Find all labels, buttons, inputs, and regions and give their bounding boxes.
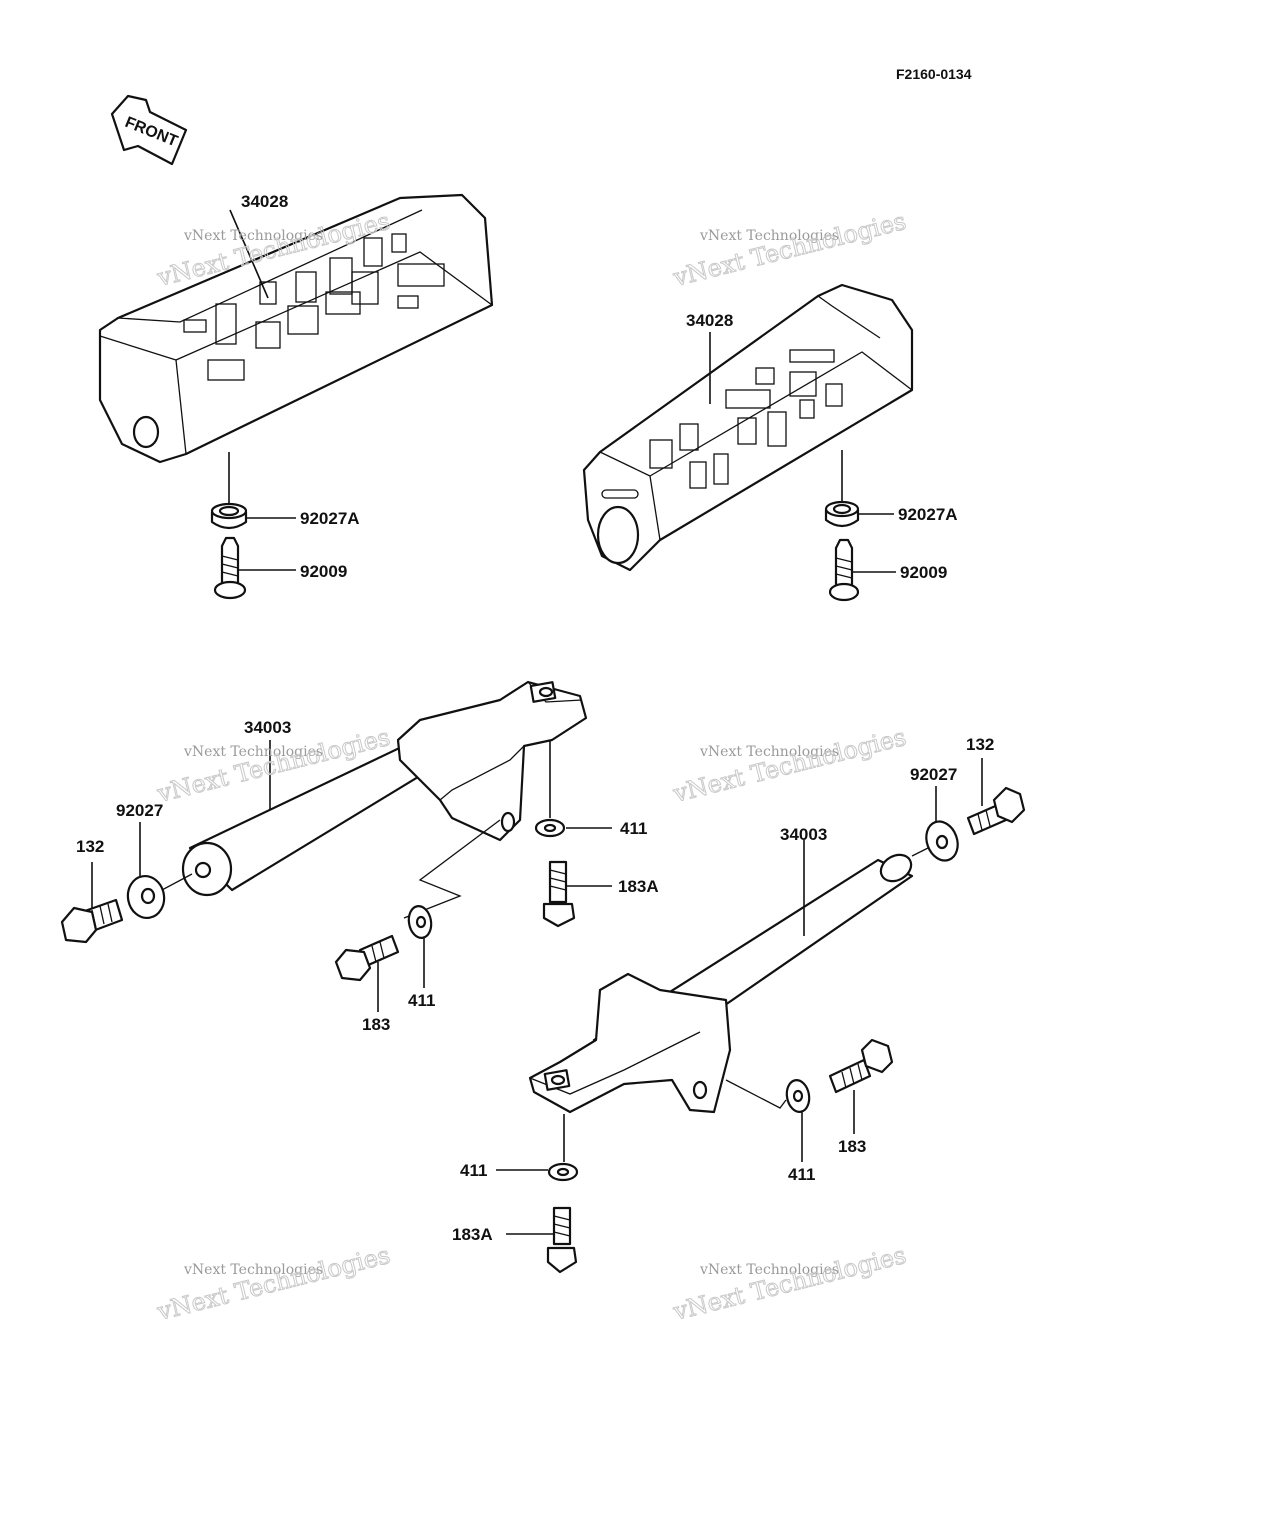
pivot-washer-left: 92027 [116,801,193,920]
diagram-code: F2160-0134 [896,66,972,82]
label-132-left: 132 [76,837,104,856]
label-92027A-right: 92027A [898,505,958,524]
label-92009-left: 92009 [300,562,347,581]
svg-text:vNext Technologies: vNext Technologies [183,744,323,760]
washer-411-right: 411 [725,1079,815,1184]
pivot-washer-right: 92027 [910,765,959,862]
svg-text:vNext Technologies: vNext Technologies [154,1241,393,1326]
svg-text:vNext Technologies: vNext Technologies [670,207,909,292]
label-411-right-bottom: 411 [460,1161,487,1180]
label-34028-right: 34028 [686,311,733,330]
svg-text:vNext Technologies: vNext Technologies [699,744,839,760]
watermark-bottom-left: vNext Technologies vNext Technologies [153,1240,393,1326]
svg-text:vNext Technologies: vNext Technologies [670,1241,909,1326]
collar-left: 92027A [210,452,360,530]
label-411-left-top: 411 [620,819,647,838]
label-183-left: 183 [362,1015,390,1034]
bolt-183-left: 183 [334,819,501,1034]
washer-411-left-top: 411 [534,740,647,838]
svg-text:vNext Technologies: vNext Technologies [183,228,323,244]
label-34028-left: 34028 [241,192,288,211]
footpeg-rubber-right: 34028 [582,283,914,572]
bolt-183A-right: 183A [452,1206,578,1274]
label-183A-right: 183A [452,1225,493,1244]
footpeg-rubber-left: 34028 [98,192,494,464]
bolt-183A-left: 183A [542,860,659,928]
screw-right: 92009 [828,538,947,602]
svg-text:vNext Technologies: vNext Technologies [183,1262,323,1278]
watermark-top-right: vNext Technologies vNext Technologies [669,206,909,292]
front-arrow-icon: FRONT [110,94,188,166]
label-411-left-bottom: 411 [408,991,435,1010]
pivot-bolt-right: 132 [966,735,1026,836]
label-92027-right: 92027 [910,765,957,784]
label-132-right: 132 [966,735,994,754]
label-92009-right: 92009 [900,563,947,582]
label-92027A-left: 92027A [300,509,360,528]
footpeg-bracket-right: 34003 [528,825,914,1114]
washer-411-right-bottom: 411 [460,1114,579,1182]
label-411-right: 411 [788,1165,815,1184]
screw-left: 92009 [213,536,347,600]
bolt-183-right: 183 [828,1038,894,1156]
collar-right: 92027A [824,450,958,528]
watermark-bottom-right: vNext Technologies vNext Technologies [669,1240,909,1326]
svg-text:vNext Technologies: vNext Technologies [699,1262,839,1278]
footpeg-bracket-left: 34003 [181,680,588,897]
pivot-bolt-left: 132 [60,837,124,944]
label-34003-right: 34003 [780,825,827,844]
washer-411-left-bottom: 411 [407,905,435,1010]
svg-text:vNext Technologies: vNext Technologies [699,228,839,244]
svg-text:vNext Technologies: vNext Technologies [670,723,909,808]
label-183-right: 183 [838,1137,866,1156]
watermark-mid-right: vNext Technologies vNext Technologies [669,722,909,808]
label-183A-left: 183A [618,877,659,896]
label-92027-left: 92027 [116,801,163,820]
label-34003-left: 34003 [244,718,291,737]
